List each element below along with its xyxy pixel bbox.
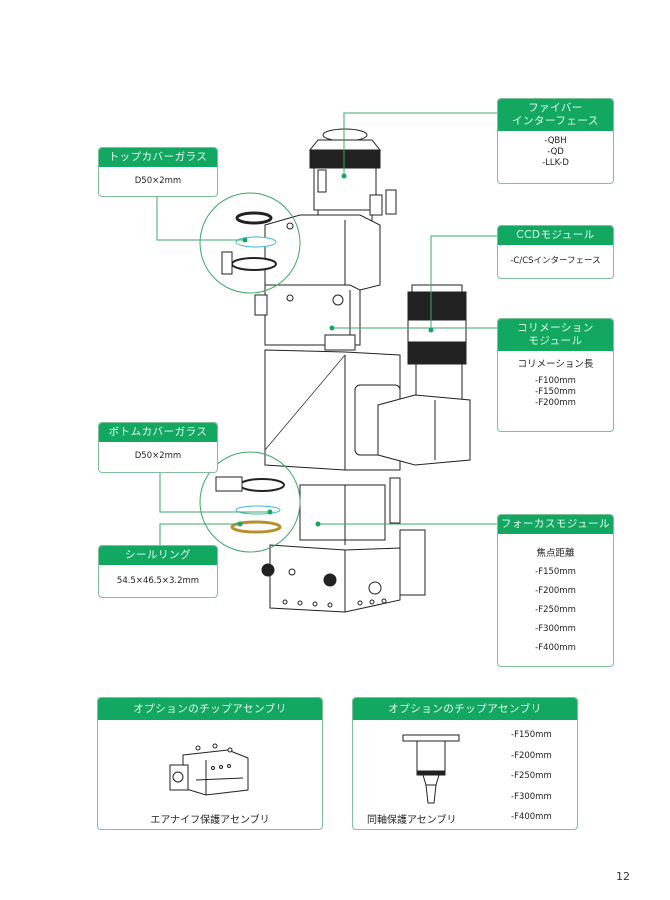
- top-cover-glass-detail: [221, 211, 277, 275]
- callout-title: ファイバー: [528, 102, 583, 114]
- spec-item: D50×2mm: [134, 451, 182, 461]
- callout-bottom-cover-glass: ボトムカバーガラス D50×2mm: [98, 422, 218, 473]
- spec-item: -QD: [547, 147, 564, 157]
- option-title: オプションのチップアセンブリ: [353, 698, 577, 720]
- callout-header: CCDモジュール: [498, 226, 613, 245]
- coaxial-assembly-drawing: [402, 734, 460, 804]
- option-caption: エアナイフ保護アセンブリ: [150, 815, 270, 826]
- spec-item: -F400mm: [535, 643, 576, 653]
- spec-item: -F300mm: [511, 791, 552, 802]
- callout-focus-module: フォーカスモジュール 焦点距離 -F150mm -F200mm -F250mm …: [497, 514, 614, 667]
- callout-body: -QBH -QD -LLK-D: [498, 131, 613, 169]
- callout-header: フォーカスモジュール: [498, 515, 613, 534]
- callout-ccd-module: CCDモジュール -C/CSインターフェース: [497, 225, 614, 279]
- callout-title: トップカバーガラス: [108, 151, 208, 163]
- nozzle-base-drawing: [261, 529, 426, 613]
- callout-header: ファイバー インターフェース: [498, 99, 613, 131]
- spec-item: D50×2mm: [134, 176, 182, 186]
- option-air-knife-assembly: オプションのチップアセンブリ エアナイフ保護アセンブリ: [97, 697, 323, 830]
- spec-item: -F300mm: [535, 624, 576, 634]
- spec-item: -F250mm: [535, 605, 576, 615]
- spec-item: -QBH: [544, 136, 567, 146]
- callout-seal-ring: シールリング 54.5×46.5×3.2mm: [98, 545, 218, 598]
- top-glass-detail-circle: [199, 192, 301, 294]
- callout-title: CCDモジュール: [516, 229, 595, 241]
- callout-title: インターフェース: [512, 115, 599, 127]
- option-coaxial-assembly: オプションのチップアセンブリ 同軸保護アセンブリ -F150mm -F200mm…: [352, 697, 578, 830]
- callout-body: コリメーション長 -F100mm -F150mm -F200mm: [498, 351, 613, 409]
- callout-body: 焦点距離 -F150mm -F200mm -F250mm -F300mm -F4…: [498, 534, 613, 658]
- callout-header: コリメーション モジュール: [498, 319, 613, 351]
- collimation-body-drawing: [254, 284, 361, 351]
- spec-item: -C/CSインターフェース: [510, 256, 601, 266]
- spec-item: -F200mm: [511, 750, 552, 761]
- option-spec-list: -F150mm -F200mm -F250mm -F300mm -F400mm: [511, 730, 552, 829]
- spec-item: -F100mm: [535, 376, 576, 386]
- spec-item: -LLK-D: [542, 158, 569, 168]
- page-number: 12: [616, 870, 630, 883]
- callout-header: ボトムカバーガラス: [99, 423, 217, 442]
- callout-title: モジュール: [528, 335, 583, 347]
- callout-title: コリメーション: [517, 322, 594, 334]
- bottom-glass-detail-circle: [199, 451, 301, 553]
- spec-item: -F150mm: [535, 387, 576, 397]
- focus-module-drawing: [299, 477, 401, 545]
- callout-top-cover-glass: トップカバーガラス D50×2mm: [98, 147, 218, 197]
- callout-header: シールリング: [99, 546, 217, 565]
- callout-title: フォーカスモジュール: [500, 518, 611, 530]
- option-caption: 同軸保護アセンブリ: [367, 815, 457, 826]
- callout-fiber-interface: ファイバー インターフェース -QBH -QD -LLK-D: [497, 98, 614, 184]
- air-knife-assembly-drawing: [169, 743, 249, 796]
- spec-item: -F200mm: [535, 586, 576, 596]
- spec-subtitle: コリメーション長: [517, 359, 594, 370]
- ccd-lens-drawing: [407, 284, 467, 405]
- upper-body-drawing: [264, 189, 397, 291]
- spec-subtitle: 焦点距離: [536, 548, 575, 559]
- main-body-drawing: [264, 349, 471, 471]
- spec-item: -F150mm: [535, 567, 576, 577]
- spec-item: 54.5×46.5×3.2mm: [116, 576, 200, 586]
- spec-item: -F200mm: [535, 398, 576, 408]
- callout-collimation-module: コリメーション モジュール コリメーション長 -F100mm -F150mm -…: [497, 318, 614, 432]
- callout-title: シールリング: [125, 549, 191, 561]
- spec-item: -F150mm: [511, 730, 552, 740]
- spec-item: -F250mm: [511, 771, 552, 781]
- option-title: オプションのチップアセンブリ: [98, 698, 322, 720]
- spec-item: -F400mm: [511, 812, 552, 822]
- callout-title: ボトムカバーガラス: [108, 426, 208, 438]
- callout-header: トップカバーガラス: [99, 148, 217, 167]
